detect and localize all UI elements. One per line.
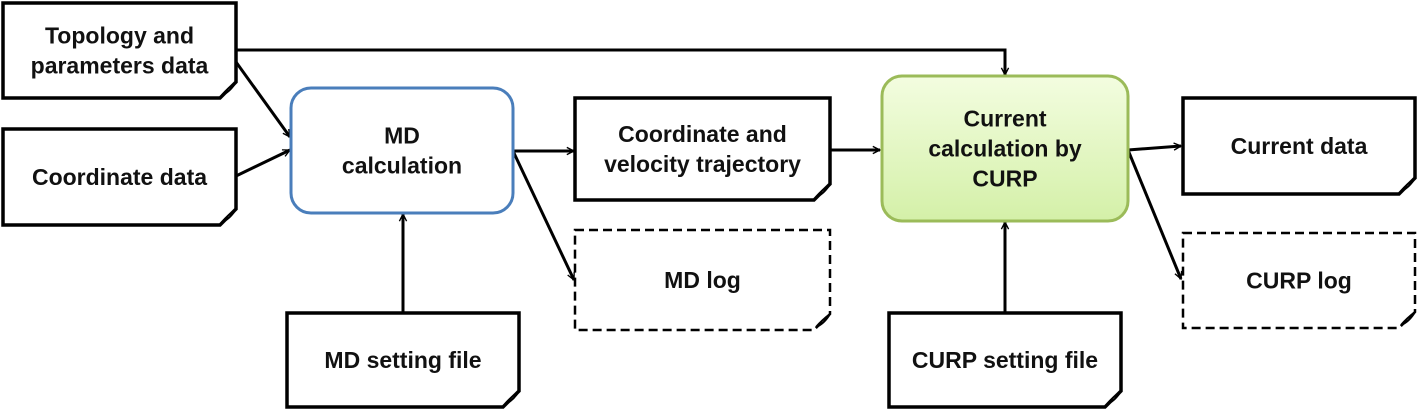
node-trajectory: Coordinate and velocity trajectory (573, 96, 832, 202)
node-label: MD setting file (324, 347, 481, 373)
node-curp-log: CURP log (1181, 231, 1417, 330)
edge-curp-to-currentdata (1127, 146, 1181, 152)
node-label: MD (384, 123, 420, 149)
edge-curp-to-curplog (1126, 149, 1183, 279)
node-label: Current data (1231, 133, 1368, 159)
page-fold-icon (1400, 177, 1416, 192)
node-label: calculation by (928, 136, 1082, 162)
node-md-log: MD log (573, 228, 832, 332)
node-topology: Topology and parameters data (1, 1, 238, 100)
node-label: parameters data (31, 53, 209, 79)
page-fold-icon (221, 81, 237, 96)
node-label: Coordinate and (618, 121, 787, 147)
page-fold-icon (221, 208, 237, 223)
node-label: Coordinate data (32, 164, 207, 190)
node-curp-setting: CURP setting file (887, 311, 1123, 409)
edge-topology-to-md (234, 61, 292, 137)
node-md-calc: MD calculation (289, 86, 515, 215)
node-label: MD log (664, 267, 741, 293)
node-md-setting: MD setting file (285, 311, 521, 409)
node-curp-calc: Current calculation by CURP (880, 74, 1130, 223)
node-label: CURP log (1246, 268, 1352, 294)
node-label: velocity trajectory (604, 151, 801, 177)
process-box (289, 86, 515, 215)
node-label: CURP (972, 166, 1037, 192)
node-coordinate: Coordinate data (1, 127, 238, 227)
page-fold-icon (815, 183, 831, 198)
page-fold-icon (1400, 311, 1416, 326)
node-label: Current (963, 106, 1046, 132)
page-fold-icon (815, 313, 831, 328)
page-fold-icon (504, 390, 520, 405)
process-box (880, 74, 1130, 223)
document-box (573, 96, 832, 202)
edge-coordinate-to-md (235, 148, 290, 178)
node-label: Topology and (45, 23, 194, 49)
node-label: calculation (342, 153, 462, 179)
edge-md-to-mdlog (511, 150, 576, 280)
edge-topology-to-curp (236, 48, 1005, 75)
node-label: CURP setting file (912, 347, 1098, 373)
node-current-data: Current data (1181, 96, 1417, 196)
page-fold-icon (1106, 390, 1122, 405)
document-box (1, 1, 238, 100)
edges (234, 48, 1183, 313)
